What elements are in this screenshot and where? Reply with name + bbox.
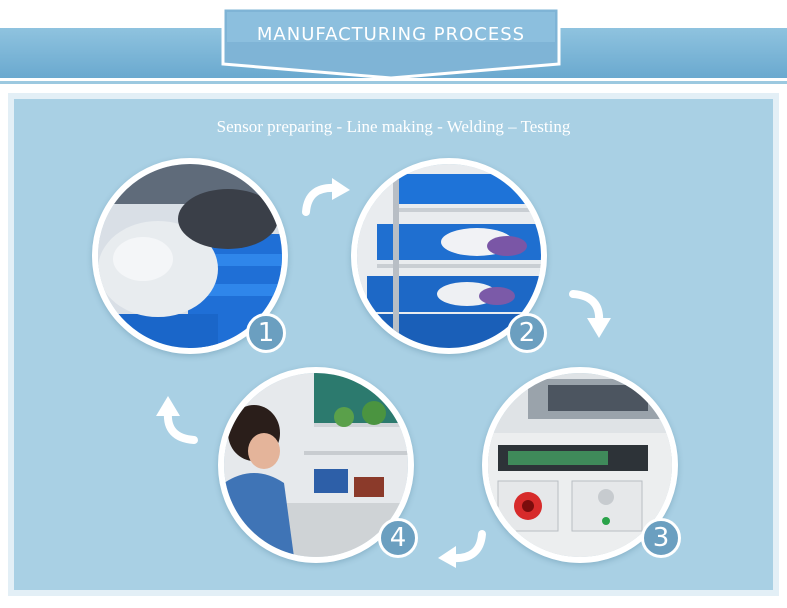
- curved-arrow-icon: [302, 178, 350, 216]
- title-ribbon: MANUFACTURING PROCESS: [221, 8, 561, 80]
- sensor-parts-bins-photo: [92, 158, 288, 354]
- curved-arrow-icon: [156, 396, 198, 444]
- page-title: MANUFACTURING PROCESS: [256, 24, 526, 45]
- step-number-badge: 1: [246, 313, 286, 353]
- step-number-badge: 2: [507, 313, 547, 353]
- test-instrument-photo: [482, 367, 678, 563]
- curved-arrow-icon: [438, 530, 486, 568]
- process-subtitle: Sensor preparing - Line making - Welding…: [216, 117, 571, 136]
- step-number-badge: 3: [641, 518, 681, 558]
- curved-arrow-icon: [569, 290, 611, 338]
- step-number-badge: 4: [378, 518, 418, 558]
